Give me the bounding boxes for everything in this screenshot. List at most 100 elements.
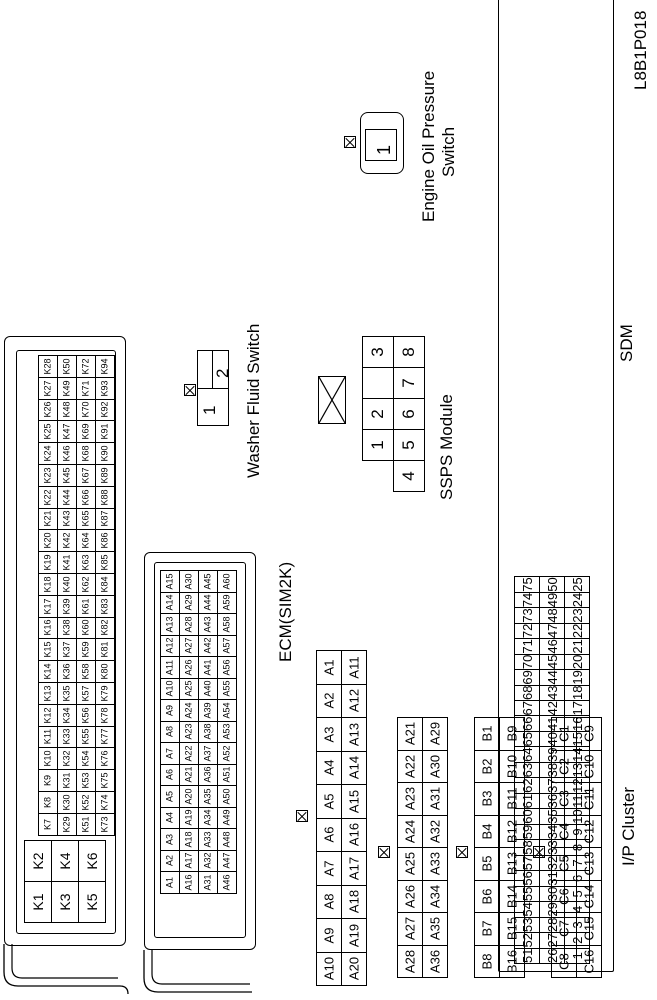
pin-cell: K39 xyxy=(57,594,77,618)
pin-label: K38 xyxy=(61,619,72,636)
pin-label: A43 xyxy=(202,616,213,633)
pin-label: A42 xyxy=(202,637,213,654)
pin-label: K3 xyxy=(57,893,73,911)
pin-cell: K44 xyxy=(57,485,77,509)
pin-label: A16 xyxy=(346,823,362,847)
pin-label: A35 xyxy=(427,917,443,941)
sdm-pin: 47 xyxy=(539,623,565,639)
pin-cell: A5 xyxy=(316,784,342,819)
pin-cell: A26 xyxy=(179,656,199,679)
pin-label: A35 xyxy=(202,788,213,805)
pin-label: C5 xyxy=(556,855,572,873)
pin-label: C4 xyxy=(556,822,572,840)
pin-label: K70 xyxy=(80,401,91,418)
pin-cell: K76 xyxy=(95,747,115,771)
pin-label: C8 xyxy=(556,952,572,970)
pin-cell: A46 xyxy=(217,871,237,894)
pin-label: A9 xyxy=(164,704,175,716)
ip-c-lock-icon xyxy=(533,846,545,858)
pin-cell: K15 xyxy=(38,638,58,662)
oil-pressure-label-line1: Engine Oil Pressure xyxy=(419,70,438,222)
pin-cell: K84 xyxy=(95,572,115,596)
pin-label: 6 xyxy=(399,409,418,419)
pin-label: K79 xyxy=(99,685,110,702)
pin-label: K49 xyxy=(61,380,72,397)
pin-label: B8 xyxy=(479,953,495,970)
pin-cell: K87 xyxy=(95,507,115,531)
ssps-pin: 6 xyxy=(393,398,425,430)
pin-label: K78 xyxy=(99,707,110,724)
pin-cell: C3 xyxy=(551,782,577,816)
pin-label: A33 xyxy=(427,852,443,876)
ssps-pin: 1 xyxy=(362,429,394,461)
pin-cell: B11 xyxy=(499,782,525,816)
pin-cell: K30 xyxy=(57,790,77,814)
pin-cell: K48 xyxy=(57,398,77,422)
pin-label: K17 xyxy=(42,598,53,615)
pin-cell: K81 xyxy=(95,638,115,662)
pin-label: K85 xyxy=(99,554,110,571)
washer-connector: 2 1 xyxy=(197,350,232,426)
pin-cell: K69 xyxy=(76,420,96,444)
pin-cell: K91 xyxy=(95,420,115,444)
pin-label: C15 xyxy=(581,916,597,941)
pin-cell: K52 xyxy=(76,790,96,814)
pin-label: K21 xyxy=(42,510,53,527)
pin-label: C7 xyxy=(556,920,572,938)
pin-cell: K78 xyxy=(95,703,115,727)
pin-cell: B6 xyxy=(474,879,500,913)
pin-label: K4 xyxy=(57,852,73,870)
pin-label: B11 xyxy=(504,787,520,810)
pin-cell: C9 xyxy=(576,717,602,751)
diagram-code: L8B1P018 xyxy=(631,10,650,90)
pin-cell: K41 xyxy=(57,551,77,574)
pin-label: K44 xyxy=(61,489,72,506)
pin-label: 3 xyxy=(368,347,387,357)
pin-cell: K55 xyxy=(76,725,96,749)
ecm-a-connector xyxy=(140,548,260,1000)
ssps-pin xyxy=(363,461,394,492)
pin-cell: A32 xyxy=(422,814,448,848)
pin-cell: C16 xyxy=(576,944,602,978)
ssps-pin xyxy=(362,367,394,399)
pin-label: A34 xyxy=(427,884,443,908)
pin-cell: A40 xyxy=(198,677,218,700)
pin-cell: K66 xyxy=(76,485,96,509)
pin-cell: A36 xyxy=(198,763,218,786)
pin-cell: A26 xyxy=(397,879,423,913)
pin-cell: K36 xyxy=(57,660,77,683)
pin-cell: C6 xyxy=(551,879,577,913)
pin-label: K16 xyxy=(42,619,53,636)
pin-cell: K46 xyxy=(57,442,77,465)
pin-cell: C14 xyxy=(576,879,602,913)
pin-label: A5 xyxy=(321,793,337,810)
sdm-label: SDM xyxy=(617,324,636,362)
pin-label: K23 xyxy=(42,467,53,484)
sdm-pin: 23 xyxy=(564,607,590,624)
pin-cell: A28 xyxy=(179,613,199,636)
pin-cell: A34 xyxy=(198,806,218,829)
pin-label: A47 xyxy=(221,852,232,869)
pin-label: K74 xyxy=(99,794,110,811)
ssps-pin: 4 xyxy=(393,460,425,492)
pin-cell: A30 xyxy=(179,570,199,593)
sdm-pin: 68 xyxy=(514,685,540,701)
pin-cell: A9 xyxy=(316,918,342,953)
pin-label: K1 xyxy=(30,893,46,911)
pin-cell: B9 xyxy=(499,717,525,751)
pin-label: K28 xyxy=(42,358,53,375)
pin-cell: B12 xyxy=(499,814,525,848)
pin-cell: K85 xyxy=(95,551,115,574)
pin-label: A4 xyxy=(164,812,175,824)
sdm-pin: 25 xyxy=(564,576,590,593)
pin-label: K10 xyxy=(42,750,53,767)
pin-cell: B13 xyxy=(499,847,525,881)
pin-cell: K77 xyxy=(95,725,115,749)
pin-label: A24 xyxy=(402,819,418,843)
pin-label: C12 xyxy=(581,819,597,844)
pin-cell: K28 xyxy=(38,355,58,378)
pin-cell: A16 xyxy=(179,871,199,894)
pin-cell: C7 xyxy=(551,912,577,946)
sdm-pin: 21 xyxy=(564,638,590,655)
pin-cell: K13 xyxy=(38,681,58,705)
